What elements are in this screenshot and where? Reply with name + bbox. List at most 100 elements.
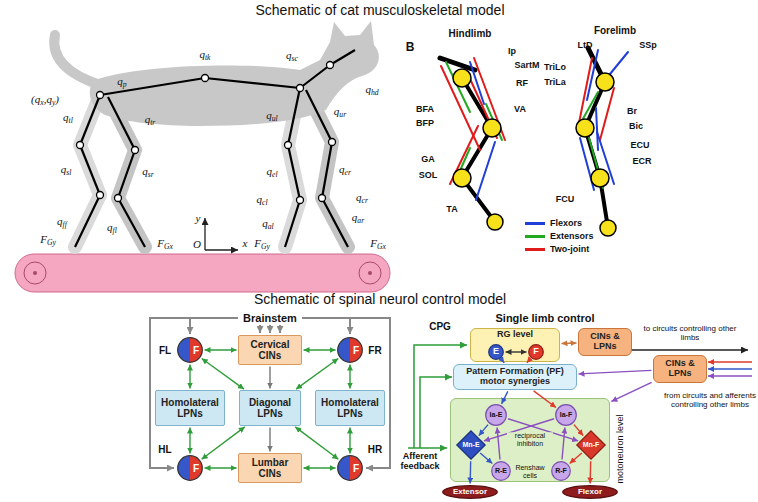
text-label: from circuits and afferents controlling … (664, 392, 756, 410)
joint-angle-symbol: qel (266, 165, 277, 179)
cat-silhouette-part (90, 21, 379, 126)
cins-lpns-box: CINs & LPNs (653, 355, 707, 383)
hindlimb-model-part-part (453, 169, 471, 187)
connector-arrow (502, 391, 508, 403)
axes (205, 218, 238, 250)
joint-angle-symbol: qhd (365, 83, 378, 97)
motoneuron-diamond-outline (457, 431, 485, 459)
limb-cpg-circle-outline (190, 338, 202, 363)
connector-arrow (205, 349, 237, 350)
limb-cpg-circle-outline (178, 338, 203, 363)
joint-angle-symbol: FGx (370, 237, 386, 251)
joint-angle-symbol: FGx (157, 237, 173, 251)
axis-label: y (196, 212, 201, 224)
legend-swatch (525, 222, 545, 225)
axes-part (205, 249, 238, 250)
treadmill-part (359, 262, 381, 284)
text-label: SSp (639, 41, 657, 51)
forelimb-model-part-part (576, 119, 594, 137)
rg-level-box: RG levelEF (470, 328, 560, 362)
treadmill (15, 254, 390, 292)
text-label: RF (516, 79, 528, 89)
cat-skeleton-part-part (297, 197, 304, 204)
connector-arrow (589, 461, 591, 483)
joint-angle-symbol: qer (339, 163, 351, 177)
hindlimb-model-part-part (476, 142, 495, 200)
descending-pathways-part (259, 325, 261, 333)
axis-label: O (193, 238, 201, 250)
cat-skeleton-part-part (202, 75, 209, 82)
cat-skeleton-part-part (132, 147, 139, 154)
connector-arrow (189, 365, 190, 389)
treadmill-part (24, 262, 46, 284)
connector-arrow (527, 359, 530, 363)
forelimb-model-part-part (600, 88, 614, 140)
node-text: FL (159, 345, 171, 356)
connector-arrow (205, 467, 237, 468)
text-label: Ip (508, 47, 516, 57)
connector-arrow (480, 453, 492, 464)
text-label: Br (627, 107, 637, 117)
renshaw-circle: R-E (491, 461, 511, 481)
node-text: Mn-F (583, 441, 600, 449)
connector-arrow (534, 391, 556, 408)
forelimb-model (576, 48, 628, 236)
forelimb-model-part-part (596, 73, 614, 91)
descending-pathways-part (302, 318, 390, 468)
limb-cpg-circle: HLF (177, 455, 203, 481)
connector-arrow (574, 425, 583, 436)
figure-title: Schematic of cat musculoskeletal model (256, 3, 505, 18)
joint-angle-symbol: qal (262, 217, 273, 231)
connector-arrow (202, 359, 244, 390)
treadmill-part (368, 271, 372, 275)
lpns-box: Diagonal LPNs (239, 390, 301, 426)
treadmill-part (33, 271, 37, 275)
text-label: BFA (416, 105, 434, 115)
forelimb-model-part-part (578, 58, 592, 128)
connector-arrow (479, 425, 488, 436)
connector-arrow (202, 427, 245, 459)
node-text: F (353, 463, 359, 474)
text-label: Hindlimb (449, 28, 492, 39)
node-text: Flexor (578, 488, 602, 497)
afferent-pathways-part (420, 377, 452, 448)
connector-arrow (469, 461, 471, 483)
motoneuron-diamond: Mn-F (576, 430, 606, 460)
node-text: F (533, 347, 539, 357)
text-label: Brainstem (243, 312, 297, 324)
flexor-half-center: F (528, 344, 544, 360)
cat-skeleton-part-part (77, 142, 84, 149)
afferent-pathways-part (408, 447, 447, 449)
hindlimb-model-part-part (453, 69, 471, 87)
limb-cpg-circle-outline (178, 338, 190, 363)
renshaw-circle-outline (492, 462, 511, 481)
cins-box: Lumbar CINs (238, 453, 302, 483)
cat-skeleton-part-part (285, 142, 292, 149)
limb-cpg-circle-shape (177, 337, 203, 363)
interneuron-circle-outline (486, 405, 507, 426)
cins-lpns-box: CINs & LPNs (578, 328, 632, 356)
motoneuron-diamond-outline (577, 431, 605, 459)
node-text: RG level (471, 330, 559, 340)
text-label: VA (514, 105, 526, 115)
joint-angle-symbol: qsl (61, 163, 72, 177)
connector-arrow (304, 467, 336, 468)
text-label: ECR (632, 157, 651, 167)
joint-angle-symbol: qsr (142, 165, 153, 179)
connector-arrow (561, 342, 576, 344)
interlimb-pathways-part (708, 368, 752, 370)
hindlimb-model-part (453, 69, 503, 230)
limb-cpg-circle: HRF (337, 455, 363, 481)
legend-swatch (525, 235, 545, 238)
cat-skeleton-part (75, 95, 100, 247)
interlimb-pathways-part (708, 361, 752, 363)
descending-pathways-part (150, 318, 238, 468)
connector-arrow (304, 349, 336, 350)
node-text: Ia-F (560, 411, 572, 419)
muscle-ellipse: Extensor (442, 485, 498, 499)
text-label: SOL (419, 171, 438, 181)
node-text: Extensor (453, 488, 487, 497)
limb-cpg-circle-outline (178, 456, 203, 481)
